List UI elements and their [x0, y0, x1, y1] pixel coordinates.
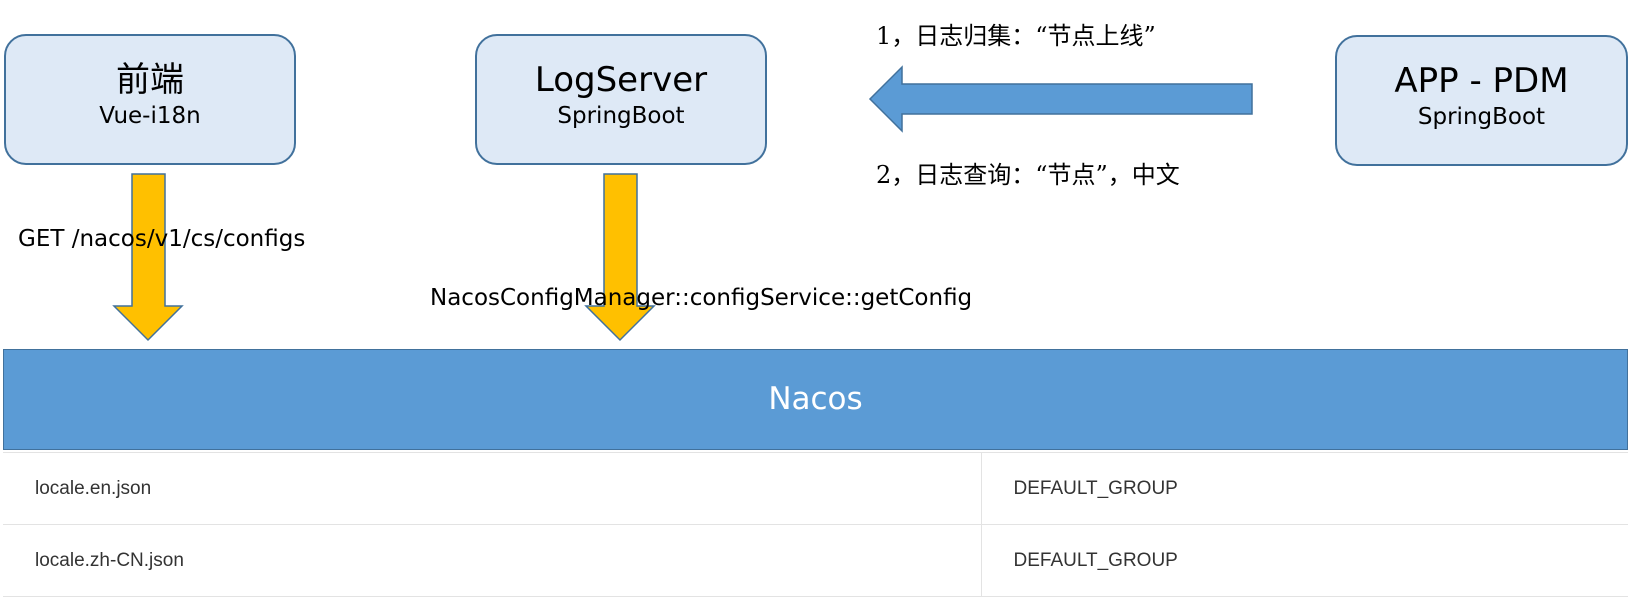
logserver-title: LogServer	[534, 60, 708, 100]
app-title: APP - PDM	[1394, 61, 1569, 101]
app-to-logserver-left-arrow-icon	[868, 65, 1253, 133]
logserver-down-arrow-icon	[584, 173, 656, 342]
app-node: APP - PDM SpringBoot	[1335, 35, 1628, 166]
config-group: DEFAULT_GROUP	[981, 524, 1628, 597]
logserver-subtitle: SpringBoot	[557, 103, 685, 129]
nacos-title: Nacos	[768, 381, 863, 417]
frontend-down-arrow-icon	[112, 173, 184, 342]
config-table: locale.en.json DEFAULT_GROUP locale.zh-C…	[3, 452, 1628, 597]
nacos-bar: Nacos	[3, 349, 1628, 450]
config-data-id: locale.zh-CN.json	[3, 524, 982, 597]
app-subtitle: SpringBoot	[1417, 104, 1546, 130]
frontend-subtitle: Vue-i18n	[99, 103, 201, 129]
logserver-node: LogServer SpringBoot	[475, 34, 767, 165]
step1-label: 1，日志归集：“节点上线”	[876, 22, 1156, 50]
config-data-id: locale.en.json	[3, 452, 982, 525]
logserver-sdk-label: NacosConfigManager::configService::getCo…	[430, 285, 973, 311]
frontend-node: 前端 Vue-i18n	[4, 34, 296, 165]
table-row: locale.en.json DEFAULT_GROUP	[3, 452, 1628, 525]
frontend-title: 前端	[116, 60, 184, 100]
step2-label: 2，日志查询：“节点”，中文	[876, 161, 1180, 189]
frontend-api-label: GET /nacos/v1/cs/configs	[18, 226, 306, 252]
config-group: DEFAULT_GROUP	[981, 452, 1628, 525]
table-row: locale.zh-CN.json DEFAULT_GROUP	[3, 524, 1628, 597]
